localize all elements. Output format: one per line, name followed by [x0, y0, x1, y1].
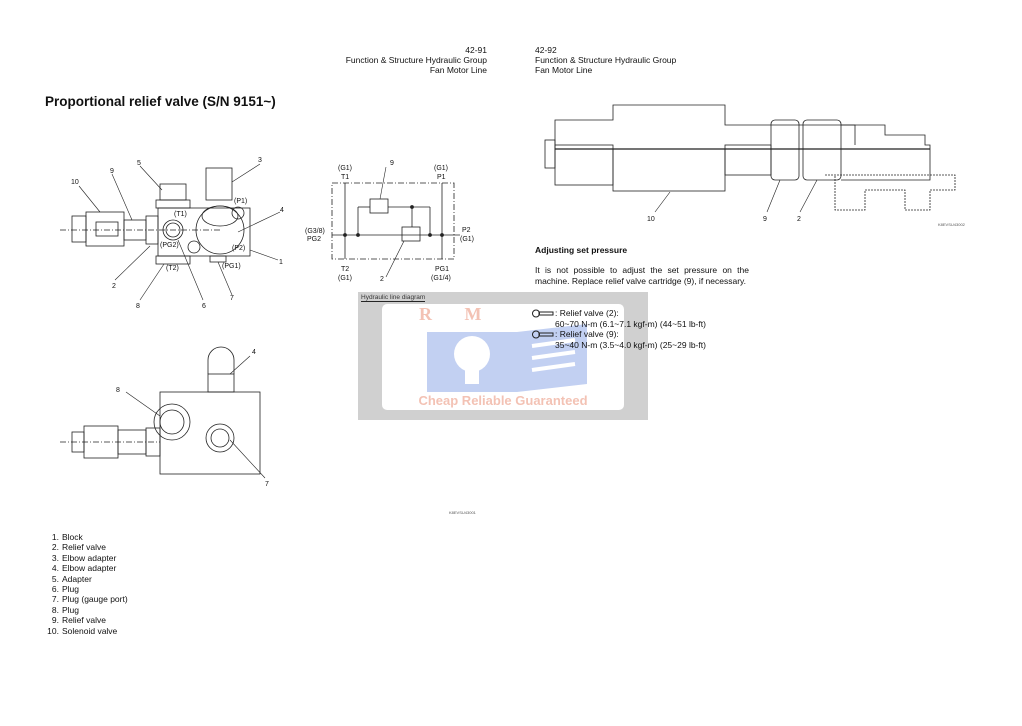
header-right: 42-92 Function & Structure Hydraulic Gro… — [535, 45, 676, 75]
port-p2: (P2) — [232, 245, 245, 252]
page-number-right: 42-92 — [535, 45, 557, 55]
callout-8: 8 — [116, 387, 120, 394]
torque-label: : Relief valve (9): — [555, 329, 619, 339]
torque-spec-relief-valve-2: : Relief valve (2): 60~70 N-m (6.1~7.1 k… — [532, 308, 706, 329]
callout-9: 9 — [763, 216, 767, 223]
valve-cross-section-drawing: 10 9 2 — [544, 104, 956, 223]
label-p1-size: (G1) — [434, 165, 448, 172]
callout-1: 1 — [279, 259, 283, 266]
figure-code-right: K8EVSU43002 — [938, 222, 965, 227]
figure-code-left: K8EVSU43001 — [449, 510, 476, 515]
section-right: Function & Structure Hydraulic Group — [535, 55, 677, 65]
watermark-logo-icon — [427, 324, 587, 392]
valve-front-drawing: 10 9 5 3 4 1 2 8 6 7 (T1) (P1) (PG2) (P2… — [60, 157, 284, 310]
subsection-right: Fan Motor Line — [535, 65, 593, 75]
parts-list: 1.Block 2.Relief valve 3.Elbow adapter 4… — [45, 532, 128, 636]
label-t1: T1 — [341, 174, 349, 181]
label-pg2: PG2 — [307, 236, 321, 243]
callout-9: 9 — [110, 168, 114, 175]
list-item: 3.Elbow adapter — [51, 552, 117, 563]
callout-5: 5 — [137, 160, 141, 167]
port-t1: (T1) — [174, 211, 187, 218]
callout-4: 4 — [280, 207, 284, 214]
subsection-left: Fan Motor Line — [429, 65, 487, 75]
port-p1: (P1) — [234, 198, 247, 205]
torque-value: 60~70 N-m (6.1~7.1 kgf-m) (44~51 lb-ft) — [555, 318, 706, 329]
list-item: 4.Elbow adapter — [51, 563, 117, 574]
list-item: 2.Relief valve — [51, 542, 106, 553]
callout-10: 10 — [647, 216, 655, 223]
callout-8: 8 — [136, 303, 140, 310]
watermark-slogan: Cheap Reliable Guaranteed — [418, 393, 588, 408]
watermark: R M Cheap Reliable Guaranteed Hydraulic … — [358, 292, 648, 420]
callout-2: 2 — [112, 283, 116, 290]
callout-2: 2 — [380, 276, 384, 283]
label-t2-size: (G1) — [338, 275, 352, 282]
callout-4: 4 — [252, 349, 256, 356]
list-item: 1.Block — [51, 532, 83, 542]
wrench-icon — [532, 309, 554, 318]
callout-10: 10 — [71, 179, 79, 186]
page-title: Proportional relief valve (S/N 9151~) — [45, 94, 276, 109]
label-pg1-size: (G1/4) — [431, 275, 451, 282]
torque-spec-relief-valve-9: : Relief valve (9): 35~40 N-m (3.5~4.0 k… — [532, 329, 706, 350]
torque-value: 35~40 N-m (3.5~4.0 kgf-m) (25~29 lb-ft) — [555, 339, 706, 350]
list-item: 8.Plug — [51, 604, 80, 615]
label-p1: P1 — [437, 174, 446, 181]
callout-7: 7 — [230, 295, 234, 302]
callout-6: 6 — [202, 303, 206, 310]
list-item: 10.Solenoid valve — [47, 625, 118, 636]
section-left: Function & Structure Hydraulic Group — [345, 55, 487, 65]
label-pg2-size: (G3/8) — [305, 228, 325, 235]
list-item: 9.Relief valve — [51, 615, 106, 626]
callout-7: 7 — [265, 481, 269, 488]
label-p2-size: (G1) — [460, 236, 474, 243]
label-p2: P2 — [462, 227, 471, 234]
page-number-left: 42-91 — [465, 45, 487, 55]
wrench-icon — [532, 330, 554, 339]
list-item: 7.Plug (gauge port) — [51, 594, 128, 605]
list-item: 5.Adapter — [51, 573, 92, 584]
adjusting-description: It is not possible to adjust the set pre… — [535, 265, 749, 286]
callout-3: 3 — [258, 157, 262, 164]
section-title-adjusting: Adjusting set pressure — [535, 245, 628, 255]
port-pg2: (PG2) — [160, 242, 179, 249]
torque-label: : Relief valve (2): — [555, 308, 619, 318]
schematic-caption: Hydraulic line diagram — [361, 294, 426, 302]
port-t2: (T2) — [166, 265, 179, 272]
list-item: 6.Plug — [51, 584, 80, 595]
watermark-panel: R M Cheap Reliable Guaranteed — [382, 304, 624, 410]
hydraulic-schematic: (G1) T1 (G1) P1 (G3/8) PG2 P2 (G1) T2 (G… — [305, 160, 474, 283]
label-t1-size: (G1) — [338, 165, 352, 172]
label-t2: T2 — [341, 266, 349, 273]
header-left: 42-91 Function & Structure Hydraulic Gro… — [300, 45, 487, 75]
valve-side-drawing: 4 8 7 — [60, 346, 269, 488]
callout-9: 9 — [390, 160, 394, 167]
watermark-letters: R M — [419, 304, 496, 324]
port-pg1: (PG1) — [222, 263, 241, 270]
callout-2: 2 — [797, 216, 801, 223]
label-pg1: PG1 — [435, 266, 449, 273]
